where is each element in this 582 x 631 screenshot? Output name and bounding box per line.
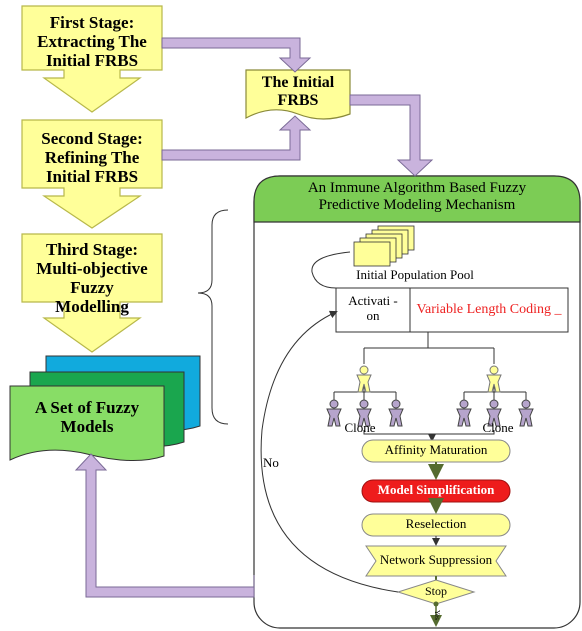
initial-frbs-shape [245,69,351,120]
arrow-mechanism-to-models [74,453,255,598]
no-loop-arrow [260,310,399,593]
population-pool-icon [353,225,415,267]
stage-3-shape [21,233,163,353]
population-pool-label: Initial Population Pool [356,267,474,282]
simplification-label: Model Simplification [377,482,495,497]
reselection-label: Reselection [405,516,467,531]
brace [197,209,229,425]
arrow-stage1-to-frbs [161,37,312,73]
suppression-step [365,545,507,577]
mechanism-header [253,175,581,223]
yes-label: Yes [432,609,441,621]
clone-label-left: Clone [344,420,376,435]
activation-label: Activati -on [348,293,398,323]
stage-2-shape [21,119,163,229]
arrow-frbs-to-mechanism [349,94,434,177]
no-label: No [263,455,279,470]
arrow-stage2-to-frbs [161,115,312,161]
stage-1-shape [21,5,163,113]
stop-label: Stop [424,584,447,598]
pool-loop-line [311,251,351,289]
doc-front [9,385,165,462]
coding-label: Variable Length Coding _ [416,302,562,317]
activation-box [335,287,569,333]
affinity-label: Affinity Maturation [384,442,488,457]
suppression-label: Network Suppression [379,552,493,567]
clone-label-right: Clone [482,420,514,435]
